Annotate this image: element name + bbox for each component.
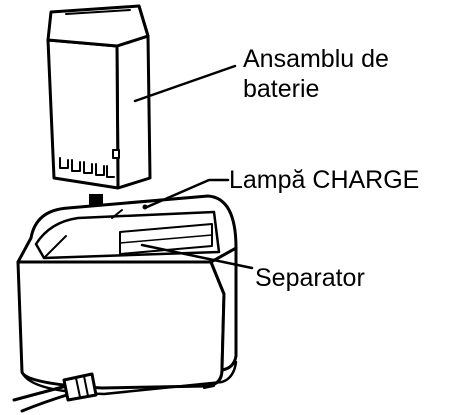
leader-battery bbox=[133, 64, 237, 103]
charge-lamp-label: Lampă CHARGE bbox=[229, 166, 420, 194]
leader-separator bbox=[140, 243, 254, 270]
power-cable bbox=[12, 383, 72, 413]
charger-unit bbox=[16, 194, 238, 396]
separator-label: Separator bbox=[255, 264, 365, 292]
battery-assembly bbox=[46, 4, 152, 190]
battery-assembly-label-line2: baterie bbox=[243, 75, 320, 103]
battery-assembly-label-line1: Ansamblu de bbox=[243, 45, 389, 73]
battery-contacts bbox=[59, 157, 115, 178]
charge-lamp-indicator bbox=[142, 204, 148, 210]
leader-lines bbox=[133, 64, 254, 270]
leader-charge-lamp bbox=[145, 178, 230, 209]
power-plug bbox=[62, 372, 98, 402]
